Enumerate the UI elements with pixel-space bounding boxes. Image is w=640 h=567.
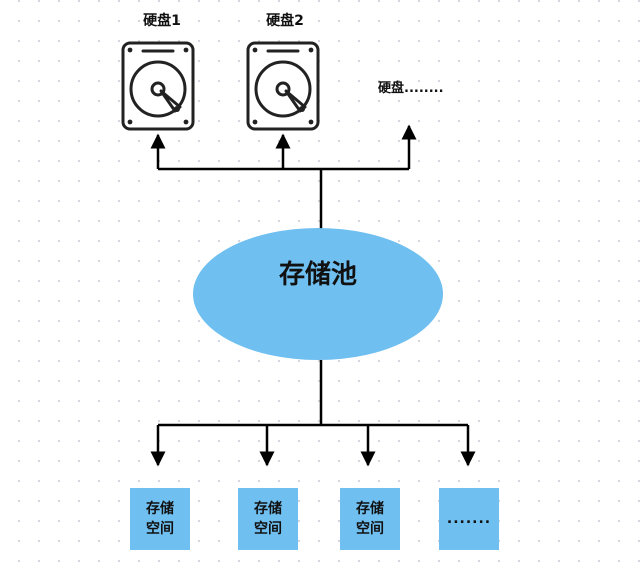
storage-space-box-1: 存储空间 [130,488,190,550]
disk-more-label: 硬盘........ [378,81,444,96]
storage-space-more-label: ....... [446,510,492,527]
disk-2-title: 硬盘2 [266,13,304,29]
storage-space-box-2: 存储空间 [238,488,298,550]
storage-space-label: 存储空间 [146,500,174,537]
storage-space-label: 存储空间 [356,500,384,537]
storage-space-box-more: ....... [439,488,499,550]
disk-1-title: 硬盘1 [143,13,181,29]
storage-space-label: 存储空间 [254,500,282,537]
storage-space-box-3: 存储空间 [340,488,400,550]
storage-pool-label: 存储池 [278,260,357,290]
hard-drive-icon [121,41,195,131]
storage-pool-ellipse [193,228,443,360]
hard-drive-icon [246,41,320,131]
